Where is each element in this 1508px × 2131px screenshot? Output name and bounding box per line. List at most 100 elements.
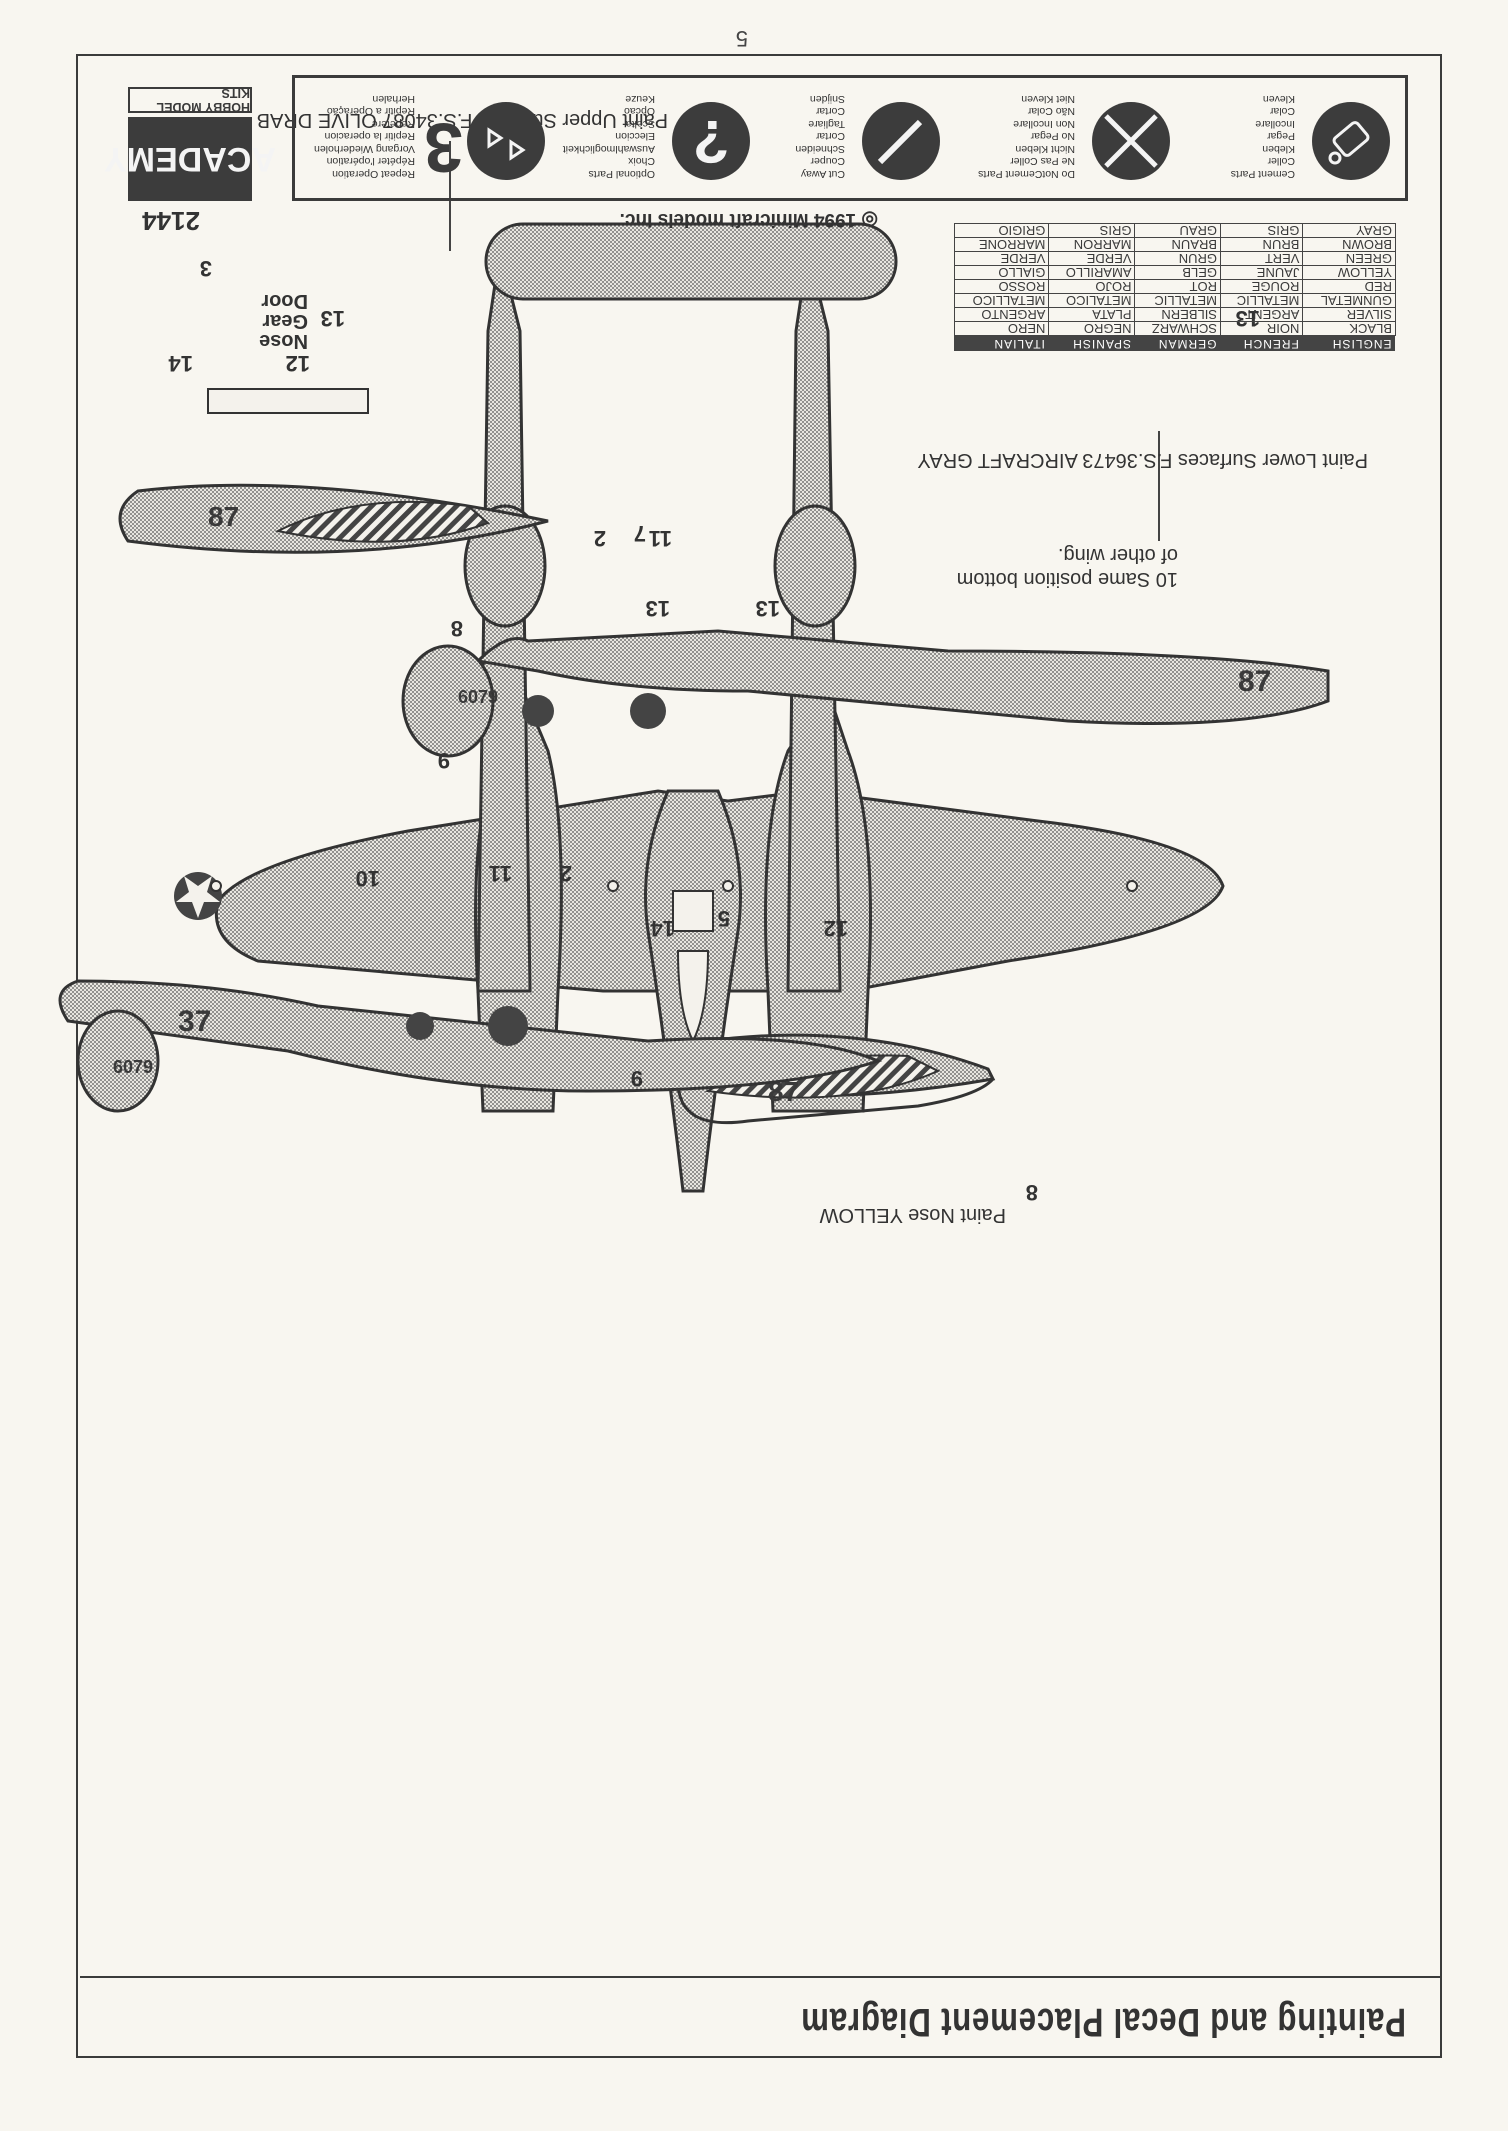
legend-line: Colar [1269,105,1295,118]
color-cell: GELB [1135,265,1221,280]
color-cell: GRIGIO [954,223,1049,238]
legend-line: Ne Pas Coller [1010,155,1075,168]
nose-gear-door-label: Nose Gear Door [259,290,308,352]
color-cell: METALICO [1048,293,1135,308]
color-cell: AMARILLO [1048,265,1135,280]
svg-text:6079: 6079 [113,1057,153,1077]
color-cell: ROT [1135,279,1221,294]
color-cell: NOIR [1220,321,1303,336]
legend-line: Herhalen [372,93,415,105]
cement-tube-icon [1312,102,1390,180]
legend-line: Repetere [371,118,415,130]
color-cell: NERO [954,321,1049,336]
header-spanish: SPANISH [1048,335,1135,351]
legend-line: Non Incollare [1013,118,1075,130]
color-cell: BRAUN [1135,237,1221,252]
legend-line: No Pegar [1030,130,1075,143]
color-cell: PLATA [1048,307,1135,322]
header-french: FRENCH [1220,335,1303,351]
legend-line: Optional Parts [588,168,655,180]
color-cell: GRIS [1048,223,1135,238]
academy-logo: ACADEMY HOBBY MODEL KITS [104,81,276,201]
legend-line: Cortar [815,105,845,118]
color-cell: ROUGE [1220,279,1303,294]
legend-line: Do NotCement Parts [978,168,1075,180]
legend-line: Répéter l'opération [326,155,415,168]
legend-line: Cut Away [800,168,845,180]
legend-line: Snijden [809,93,845,105]
legend-line: Eleccion [615,130,655,143]
logo-tagline: HOBBY MODEL KITS [128,86,252,114]
legend-line: Não Colar [1027,105,1075,118]
color-cell: GRIS [1220,223,1303,238]
legend-line: Scelta [625,118,655,130]
knife-icon [862,102,940,180]
legend-line: Incollare [1255,118,1295,130]
callout-12: 12 [285,351,310,376]
color-cell: GRAY [1302,223,1396,238]
legend-line: Cortar [815,130,845,143]
color-cell: ARGENT [1220,307,1303,322]
legend-line: Auswahlmoglichkeit [562,143,655,155]
legend-line: Schneiden [795,143,845,155]
color-cell: VERDE [954,251,1049,266]
color-cell: SCHWARZ [1135,321,1221,336]
tailplane [484,222,898,301]
legend-line: Vorgang Wiederholen [314,143,415,155]
color-cell: BRUN [1220,237,1303,252]
color-cell: SILBERN [1135,307,1221,322]
color-cell: METALLICO [954,293,1049,308]
no-cement-icon [1092,102,1170,180]
svg-text:87: 87 [208,501,239,532]
color-translation-table: ENGLISH FRENCH GERMAN SPANISH ITALIAN BL… [954,223,1396,351]
legend-line: Coller [1267,155,1295,168]
legend-line: Repitir a Operação [326,105,415,118]
question-mark-icon: ? [672,102,750,180]
color-cell: MARRON [1048,237,1135,252]
legend-line: Tagliare [808,118,845,130]
header-italian: ITALIAN [954,335,1049,351]
legend-line: Kleben [1262,143,1295,155]
color-cell: BLACK [1302,321,1396,336]
legend-line: Couper [810,155,845,168]
legend-line: Repeat Operation [332,168,415,180]
color-cell: YELLOW [1302,265,1396,280]
svg-text:87: 87 [1238,665,1271,698]
legend-line: Repitir la operacion [324,130,415,143]
color-cell: MARRONE [954,237,1049,252]
svg-text:37: 37 [178,1005,211,1038]
callout-3: 3 [199,256,212,281]
color-cell: GUNMETAL [1302,293,1396,308]
legend-line: Niet Kleven [1021,93,1075,105]
color-cell: VERDE [1048,251,1135,266]
legend-line: Choix [628,155,655,168]
color-cell: ARGENTO [954,307,1049,322]
color-cell: JAUNE [1220,265,1303,280]
legend-line: Nicht Kleben [1015,143,1075,155]
legend-line: Opcao [624,105,655,118]
color-cell: RED [1302,279,1396,294]
header-english: ENGLISH [1302,335,1396,351]
legend-line: Kleven [1262,93,1295,105]
legend-line: Cement Parts [1230,168,1295,180]
repeat-icon [467,102,545,180]
